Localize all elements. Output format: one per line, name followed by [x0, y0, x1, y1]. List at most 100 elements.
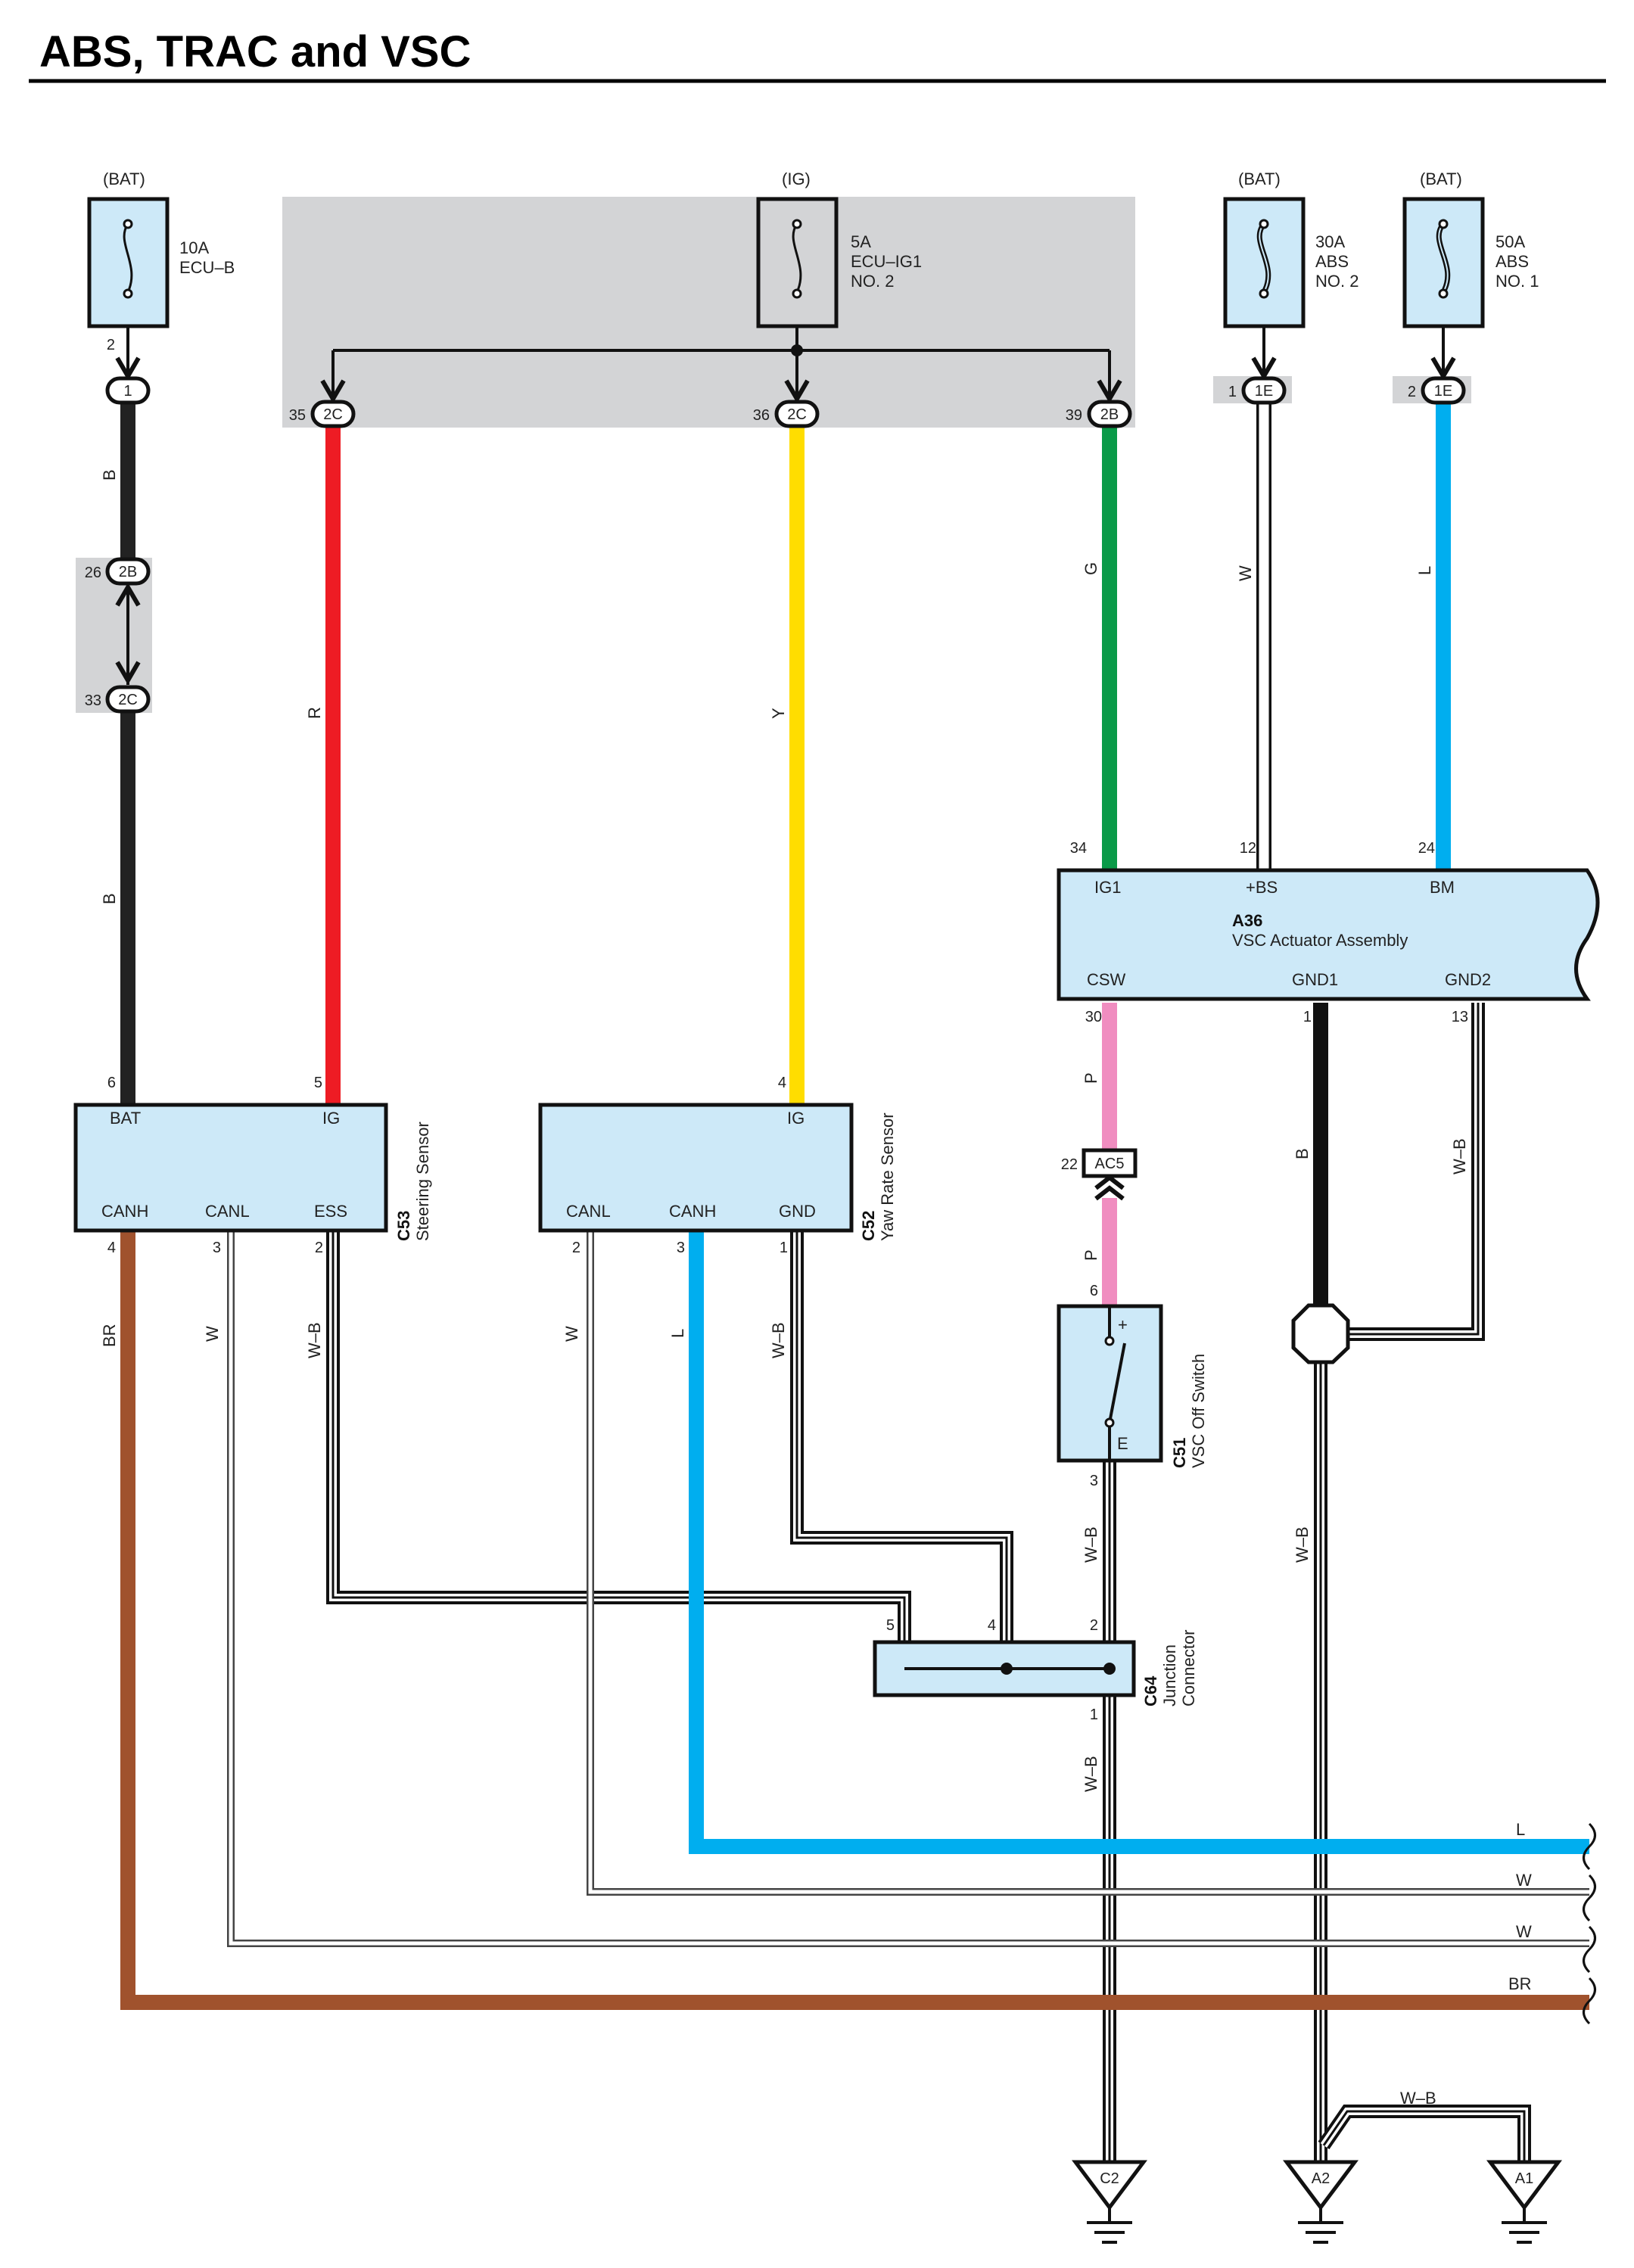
fuse-abs-no2-terminal-bottom [1259, 288, 1269, 299]
wire-l-canh [689, 1230, 1589, 1854]
a36-pin-num-gnd2: 13 [1452, 1009, 1468, 1025]
fuse-ecu-b [87, 197, 170, 328]
fuse-abs-no2-rating: 30A [1315, 232, 1345, 251]
wire-label-wb-gnd2: W–B [1450, 1138, 1469, 1174]
steering-sensor-box [73, 1103, 388, 1233]
fuse-abs-no1-rating: 50A [1495, 232, 1525, 251]
fuse-abs-no1-name2: NO. 1 [1495, 272, 1539, 291]
wire-wb-ess-tracer [331, 1230, 906, 1669]
wire-label-l-yaw: L [668, 1329, 687, 1338]
ground-c2: C2 [1072, 2160, 1147, 2244]
a36-pin-gnd1: GND1 [1292, 970, 1338, 989]
c52-pin-num-canl: 2 [572, 1240, 580, 1256]
connector-2b-39-pin: 39 [1066, 407, 1082, 424]
fuse-abs-no1-terminal-bottom [1438, 288, 1449, 299]
connector-2b-26-pin: 26 [85, 565, 101, 581]
wire-label-p-1: P [1082, 1072, 1100, 1084]
wire-label-g: G [1082, 562, 1100, 575]
c52-pin-num-gnd: 1 [780, 1240, 788, 1256]
arrow-abs-no2 [1251, 356, 1277, 381]
wire-label-b-1: B [100, 469, 119, 481]
fuse-abs-no1-name: ABS [1495, 252, 1529, 271]
connector-2b-39: 2B [1087, 400, 1132, 428]
wire-wb-gnd2-tracer [1348, 1003, 1480, 1336]
svg-text:2C: 2C [118, 692, 138, 708]
connector-1e-1-pin: 1 [1228, 384, 1237, 400]
wire-label-p-2: P [1082, 1249, 1100, 1261]
c52-pin-ig: IG [787, 1109, 805, 1128]
wire-label-b-2: B [100, 893, 119, 904]
c53-pin-ess: ESS [314, 1202, 347, 1221]
connector-1-pin: 2 [107, 337, 115, 353]
source-label-bat-1: (BAT) [103, 170, 145, 188]
connector-2c-36-pin: 36 [753, 407, 770, 424]
arrow-ac5-1 [1094, 1174, 1125, 1190]
svg-text:2B: 2B [119, 564, 137, 580]
c64-pin-num-c: 2 [1090, 1617, 1098, 1634]
fuse-ecu-ig1-rating: 5A [851, 232, 871, 251]
break-mark-br [1583, 1977, 1596, 2025]
arrow-ac5-2 [1094, 1185, 1125, 1201]
a36-pin-ig1: IG1 [1094, 878, 1121, 897]
c64-name-1: Junction [1160, 1644, 1179, 1706]
fuse-ecu-ig1-element [792, 223, 802, 293]
wire-label-w-bus-1: W [1516, 1871, 1532, 1890]
c53-pin-num-canl: 3 [213, 1240, 221, 1256]
break-mark-w1 [1583, 1874, 1596, 1922]
fuse-ecu-b-rating: 10A [179, 238, 209, 257]
ig-shade-zone [282, 197, 1135, 428]
wire-label-wb-a2: W–B [1293, 1526, 1312, 1563]
c51-name: VSC Off Switch [1189, 1354, 1208, 1468]
fuse-ecu-ig1-terminal-top [792, 219, 802, 229]
c64-pin-num-a: 5 [886, 1617, 895, 1634]
wire-wb-a1-outline [1318, 2105, 1531, 2162]
source-label-bat-2: (BAT) [1238, 170, 1281, 188]
fuse-abs-no2-name: ABS [1315, 252, 1349, 271]
c52-pin-num-ig: 4 [778, 1075, 786, 1091]
wire-label-b-gnd1: B [1293, 1148, 1312, 1159]
wire-label-w-bus-2: W [1516, 1922, 1532, 1941]
arrow-junction-down [115, 661, 141, 685]
arrow-junction-up [115, 583, 141, 607]
c64-name-2: Connector [1179, 1629, 1198, 1706]
arrow-abs-no1 [1430, 356, 1456, 381]
a36-pin-num-bs: 12 [1240, 840, 1256, 857]
fuse-ecu-b-terminal-bottom [123, 288, 133, 299]
connector-ac5: AC5 [1082, 1148, 1138, 1178]
wire-label-wb-ess: W–B [305, 1322, 324, 1358]
wire-label-br: BR [100, 1324, 119, 1347]
arrow-ig-drop-1 [320, 379, 346, 403]
arrow-ig-drop-3 [1097, 379, 1122, 403]
svg-text:C2: C2 [1100, 2170, 1119, 2187]
c53-pin-num-ig: 5 [314, 1075, 322, 1091]
a36-pin-num-ig1: 34 [1070, 840, 1087, 857]
c64-code: C64 [1141, 1675, 1160, 1706]
c51-contact-bottom [1104, 1417, 1115, 1428]
svg-text:1E: 1E [1434, 383, 1452, 400]
c51-contact-top [1104, 1336, 1115, 1346]
c53-code: C53 [394, 1211, 413, 1241]
fuse-abs-no2-element-inner [1259, 223, 1269, 293]
break-mark-w2 [1583, 1925, 1596, 1974]
c64-pin-num-b: 4 [988, 1617, 996, 1634]
connector-1e-1: 1E [1241, 376, 1287, 405]
connector-ac5-pin: 22 [1061, 1156, 1078, 1173]
svg-text:2C: 2C [323, 406, 343, 423]
c52-pin-gnd: GND [779, 1202, 816, 1221]
svg-text:A1: A1 [1515, 2170, 1533, 2187]
wire-wb-a1-tracer [1322, 2110, 1526, 2162]
wire-label-l-bus: L [1516, 1820, 1525, 1839]
wire-label-w-steer: W [203, 1326, 222, 1342]
ground-a1: A1 [1486, 2160, 1562, 2244]
wire-label-wb-a1: W–B [1400, 2089, 1436, 2108]
c53-pin-num-canh: 4 [107, 1240, 116, 1256]
c53-pin-num-ess: 2 [315, 1240, 323, 1256]
source-label-ig: (IG) [782, 170, 811, 188]
svg-text:AC5: AC5 [1095, 1156, 1125, 1172]
c53-pin-num-bat: 6 [107, 1075, 116, 1091]
wire-label-y: Y [769, 708, 788, 719]
c64-splice-c [1103, 1663, 1116, 1675]
c64-pin-num-d: 1 [1090, 1706, 1098, 1723]
a36-pin-bs: +BS [1246, 878, 1278, 897]
